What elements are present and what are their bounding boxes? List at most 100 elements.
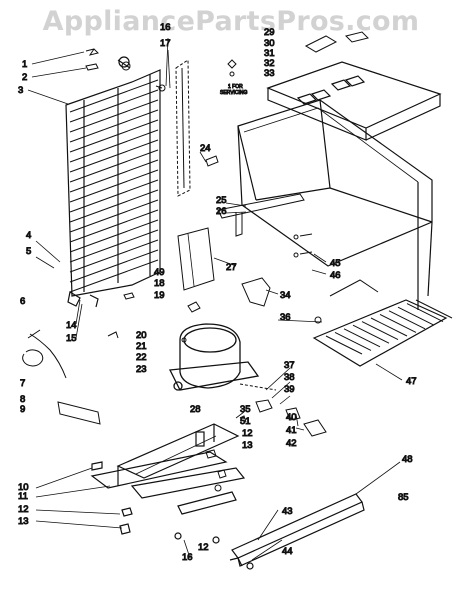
evaporator-fin	[397, 306, 435, 326]
evaporator-coil	[312, 279, 453, 367]
screws-45-46	[293, 233, 313, 258]
callout-34: 34	[280, 290, 291, 301]
coil-rung	[69, 249, 159, 283]
callout-41: 41	[286, 425, 297, 436]
callout-7: 7	[20, 378, 25, 389]
evaporator-fin	[406, 303, 444, 323]
callout-27: 27	[226, 262, 237, 273]
callout-31: 31	[264, 48, 275, 59]
callout-38: 38	[284, 372, 295, 383]
callout-36: 36	[280, 312, 291, 323]
callout-46: 46	[330, 270, 341, 281]
callout-16: 16	[182, 552, 193, 563]
clip-24	[205, 155, 219, 167]
cabinet-housing	[237, 61, 442, 310]
coil-rung	[69, 109, 159, 143]
fan-shroud	[177, 227, 215, 291]
drier-parts	[239, 383, 327, 437]
small-screws	[205, 415, 247, 492]
callout-18: 18	[154, 278, 165, 289]
evaporator-fin	[343, 328, 381, 348]
coil-rung	[69, 139, 159, 173]
overload-protector	[22, 329, 67, 379]
coil-rung	[69, 169, 159, 203]
coil-rung	[69, 239, 159, 273]
coil-rung	[69, 189, 159, 223]
callout-29: 29	[264, 27, 275, 38]
callout-23: 23	[136, 364, 147, 375]
callout-10: 10	[18, 482, 29, 493]
coil-rung	[69, 199, 159, 233]
callout-labels: 1234567891011121212131314151616171819202…	[18, 22, 418, 564]
callout-33: 33	[264, 68, 275, 79]
coil-rung	[69, 89, 159, 123]
shroud-bar	[217, 193, 305, 237]
callout-26: 26	[216, 206, 227, 217]
evaporator-fin	[334, 331, 372, 351]
callout-2: 2	[22, 72, 27, 83]
callout-43: 43	[282, 506, 293, 517]
evaporator-fin	[370, 317, 408, 337]
callout-1: 1	[22, 59, 27, 70]
callout-14: 14	[66, 320, 77, 331]
callout-48: 48	[402, 454, 413, 465]
callout-8: 8	[20, 394, 25, 405]
callout-19: 19	[154, 290, 165, 301]
side-rail	[229, 493, 365, 570]
callout-5: 5	[26, 246, 31, 257]
evaporator-fin	[388, 310, 426, 330]
callout-30: 30	[264, 38, 275, 49]
callout-40: 40	[286, 412, 297, 423]
evaporator-fin	[361, 321, 399, 341]
callout-28: 28	[190, 404, 201, 415]
callout-39: 39	[284, 384, 295, 395]
callout-3: 3	[18, 85, 23, 96]
callout-25: 25	[216, 195, 227, 206]
callout-9: 9	[20, 404, 25, 415]
callout-15: 15	[66, 333, 77, 344]
coil-rung	[69, 119, 159, 153]
coil-rung	[69, 149, 159, 183]
callout-42: 42	[286, 438, 297, 449]
compressor	[168, 323, 260, 391]
callout-21: 21	[136, 341, 147, 352]
bracket-34	[241, 277, 271, 307]
evaporator-fin	[379, 313, 417, 333]
coil-rung	[69, 99, 159, 133]
note-line-1: 1 FOR	[228, 84, 243, 90]
callout-12: 12	[18, 504, 29, 515]
callout-45: 45	[330, 258, 341, 269]
page-code: 85	[398, 492, 409, 503]
callout-12: 12	[242, 428, 253, 439]
callout-37: 37	[284, 360, 295, 371]
callout-20: 20	[136, 330, 147, 341]
coil-rung	[69, 129, 159, 163]
base-frame	[90, 423, 246, 544]
coil-rung	[69, 229, 159, 263]
screw-parts	[85, 48, 131, 71]
callout-44: 44	[282, 546, 293, 557]
relay	[57, 401, 101, 425]
coil-rung	[69, 79, 159, 113]
coil-rung	[69, 179, 159, 213]
coil-rung	[69, 209, 159, 243]
callout-47: 47	[406, 376, 417, 387]
callout-12: 12	[198, 542, 209, 553]
watermark: AppliancePartsPros.com	[42, 6, 420, 37]
clip-parts	[227, 31, 369, 77]
leader-lines	[27, 37, 403, 561]
coil-rung	[69, 259, 159, 293]
condenser-coil	[65, 56, 161, 308]
callout-22: 22	[136, 352, 147, 363]
evaporator-fin	[352, 324, 390, 344]
callout-35: 35	[240, 404, 251, 415]
callout-24: 24	[200, 143, 211, 154]
mounting-parts	[107, 292, 201, 343]
evaporator-fin	[325, 335, 363, 355]
drain-tube	[155, 59, 191, 197]
callout-32: 32	[264, 58, 275, 69]
callout-13: 13	[242, 440, 253, 451]
callout-6: 6	[20, 296, 25, 307]
callout-11: 11	[18, 491, 28, 502]
